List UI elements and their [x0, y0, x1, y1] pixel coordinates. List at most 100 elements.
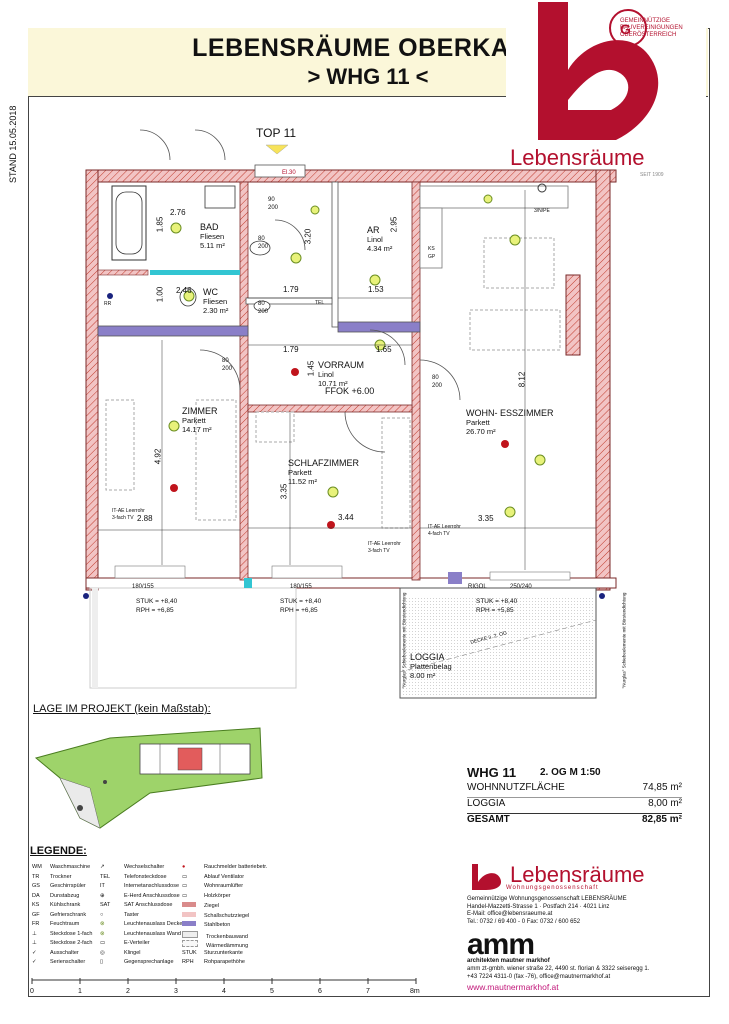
svg-text:G: G	[620, 21, 631, 37]
legend-col-3: ●Rauchmelder batteriebetr. ▭Ablauf Venti…	[182, 864, 268, 965]
entry-arrow-icon	[265, 144, 289, 155]
window-size-1: 180/155	[132, 584, 154, 590]
apartment-title: > WHG 11 <	[307, 64, 429, 89]
dim-5: 2.95	[389, 216, 399, 233]
dim-wc-height: 1.00	[155, 286, 165, 303]
room-bad: BAD Fliesen 5.11 m²	[200, 222, 225, 250]
scale-tick-6: 6	[318, 988, 322, 995]
company-name: Lebensräume	[510, 862, 645, 887]
tel-label: TEL	[315, 300, 325, 306]
dim-wc-width: 2.46	[176, 286, 192, 295]
ar-bottom-wall	[337, 321, 421, 333]
washbasin	[204, 185, 236, 209]
bath-washbasin	[249, 240, 271, 256]
ar-wall	[331, 181, 339, 328]
wall-right	[595, 169, 611, 591]
site-plan-title: LAGE IM PROJEKT (kein Maßstab):	[33, 703, 211, 715]
scale-tick-4: 4	[222, 988, 226, 995]
apartment-number: WHG 11	[467, 765, 517, 780]
window-size-3: 250/240	[510, 584, 532, 590]
scale-tick-3: 3	[174, 988, 178, 995]
ks-label: KS	[428, 246, 435, 252]
dim-8: 4.92	[153, 448, 163, 465]
wall-left	[85, 169, 99, 591]
floor-and-scale: 2. OG M 1:50	[540, 767, 601, 778]
company-subtitle: Wohnungsgenossenschaft	[506, 885, 599, 891]
top-label: TOP 11	[256, 126, 297, 140]
room-wc: WC Fliesen 2.30 m²	[203, 287, 229, 315]
dim-9: 2.88	[137, 514, 153, 523]
room-loggia: LOGGIA Plattenbelag 8.00 m²	[410, 652, 452, 680]
dim-11: 3.44	[338, 513, 354, 522]
logo-wordmark: Lebensräume	[510, 145, 645, 170]
rigol-label: RIGOL	[468, 584, 487, 590]
room-schlafzimmer: SCHLAFZIMMER Parkett 11.52 m²	[288, 458, 360, 486]
dim-13: 8.12	[517, 371, 527, 388]
architect-url[interactable]: www.mautnermarkhof.at	[467, 982, 559, 992]
scale-tick-1: 1	[78, 988, 82, 995]
logo-tagline: SEIT 1909	[640, 172, 664, 178]
entry-door	[254, 164, 306, 178]
glass-note-right: "Nurglas" Schiebeelemente mit Bürstendic…	[621, 592, 627, 689]
room-ar: AR Linol 4.34 m²	[367, 225, 393, 253]
architect-subtitle: architekten mautner markhof	[467, 958, 550, 964]
floor-plan	[83, 129, 617, 699]
power-label: 3/N/PE	[534, 208, 550, 214]
dim-7: 1.45	[306, 360, 316, 377]
bath-wc-wall	[150, 270, 240, 275]
dim-3: 1.53	[368, 285, 384, 294]
dim-12: 3.35	[478, 514, 494, 523]
wall-pillar	[565, 274, 581, 356]
wc-wall	[97, 325, 249, 337]
dim-bad-height: 1.85	[155, 216, 165, 233]
dim-1: 1.79	[283, 285, 299, 294]
room-zimmer: ZIMMER Parkett 14.17 m²	[182, 406, 218, 434]
dim-10: 3.35	[279, 483, 289, 500]
interior-wall-2	[411, 181, 421, 581]
scale-tick-5: 5	[270, 988, 274, 995]
wall-top	[85, 169, 617, 183]
architect-address: amm zt-gmbh. wiener straße 22, 4490 st. …	[467, 966, 650, 980]
scale-bar	[31, 978, 417, 984]
dim-4: 1.65	[376, 345, 392, 354]
room-wohn-esszimmer: WOHN- ESSZIMMER Parkett 26.70 m²	[466, 408, 554, 436]
dining-table	[483, 237, 555, 289]
scale-tick-7: 7	[366, 988, 370, 995]
architect-logo: amm	[467, 928, 535, 961]
dim-6: 3.20	[303, 228, 313, 245]
legend-title: LEGENDE:	[30, 845, 87, 857]
rr-label: RR	[104, 301, 112, 307]
scale-tick-8: 8m	[410, 988, 420, 995]
interior-wall-1	[239, 181, 249, 581]
company-address: Gemeinnützige Wohnungsgenossenschaft LEB…	[467, 896, 627, 925]
wall-bottom	[85, 577, 617, 589]
site-plan-map	[34, 727, 263, 829]
window-size-2: 180/155	[290, 584, 312, 590]
scale-tick-0: 0	[30, 988, 34, 995]
kitchen-counter	[419, 185, 569, 209]
scale-tick-2: 2	[126, 988, 130, 995]
brand-logo: G	[506, 0, 706, 190]
dim-bad-width: 2.76	[170, 208, 186, 217]
company-logo-icon	[472, 864, 502, 890]
gp-label: GP	[428, 254, 436, 260]
entry-label: El.30	[282, 170, 296, 176]
wardrobe-1	[105, 399, 135, 491]
project-title: LEBENSRÄUME OBERKAPP	[192, 34, 544, 62]
bedroom-wall	[247, 404, 413, 413]
